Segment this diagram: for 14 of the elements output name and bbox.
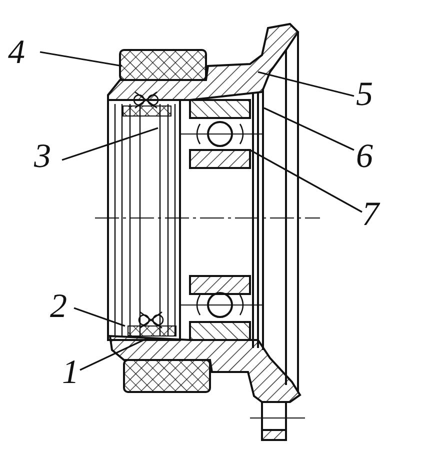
- leader-line: [40, 51, 122, 67]
- leader-line: [250, 149, 362, 213]
- callout-number: 6: [356, 140, 373, 174]
- callout-number: 7: [362, 198, 379, 232]
- leader-line: [62, 127, 158, 161]
- callout-number: 2: [50, 290, 67, 324]
- leader-line: [258, 71, 354, 97]
- leader-line: [264, 107, 354, 151]
- callout-number: 1: [62, 356, 79, 390]
- leader-line: [80, 337, 148, 371]
- leader-line: [74, 307, 126, 327]
- callout-number: 3: [34, 140, 51, 174]
- callout-number: 5: [356, 78, 373, 112]
- callout-number: 4: [8, 36, 25, 70]
